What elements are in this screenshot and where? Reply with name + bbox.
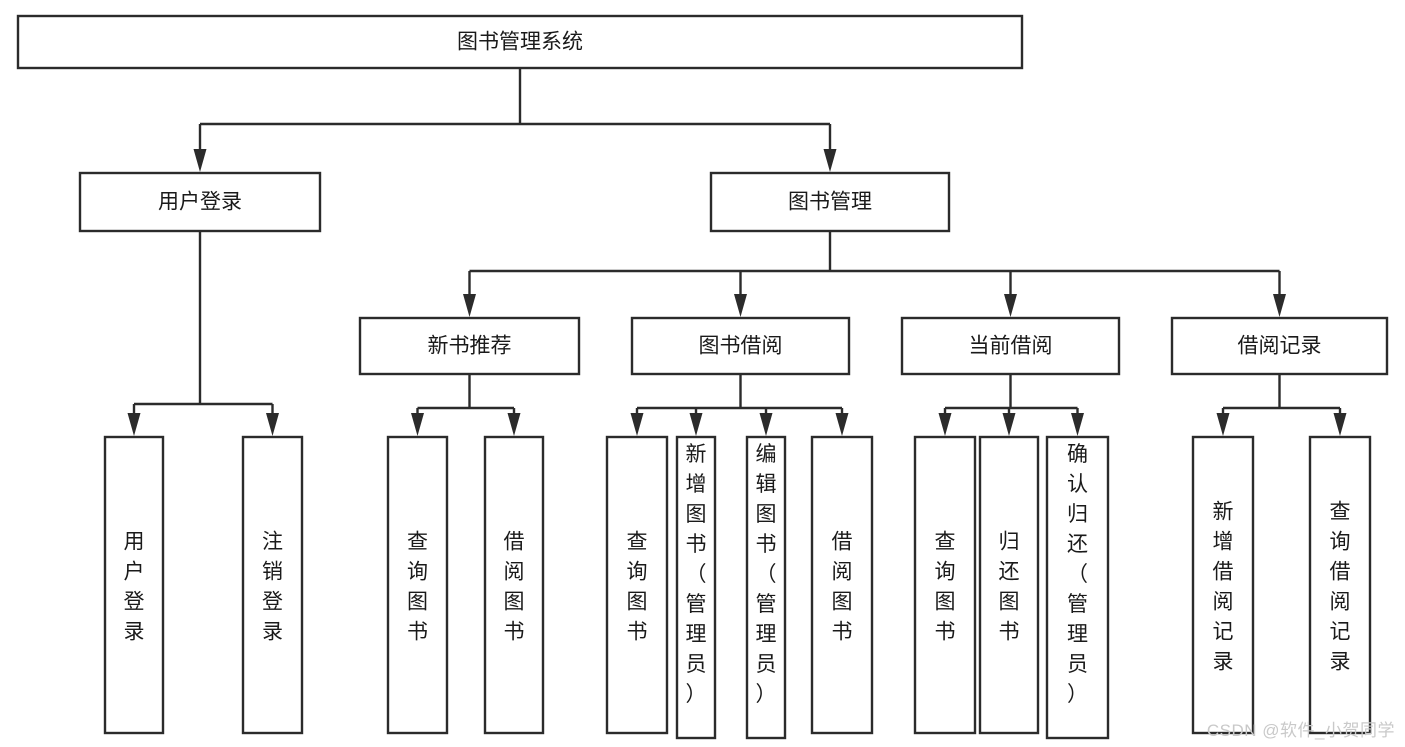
arrow-head-icon [1002,413,1016,436]
node-l4-c1[interactable]: 查询图书 [605,435,669,735]
node-label: 查询借阅记录 [1330,500,1351,673]
arrow-head-icon [1273,294,1286,317]
arrow-head-icon [1071,413,1084,436]
node-label: 编辑图书（管理员） [756,443,777,706]
node-box [630,316,851,376]
node-l4-a1[interactable]: 用户登录 [103,435,165,735]
node-box [675,435,717,740]
arrow-head-icon [759,413,773,436]
node-box [913,435,977,735]
node-l3-borrow[interactable]: 图书借阅 [630,316,851,376]
node-box [1045,435,1110,740]
node-label: 图书管理系统 [457,31,583,54]
node-box [900,316,1121,376]
arrow-head-icon [411,413,424,436]
node-l3-record[interactable]: 借阅记录 [1170,316,1389,376]
node-root[interactable]: 图书管理系统 [16,14,1024,70]
arrow-head-icon [463,294,476,317]
node-l4-c2[interactable]: 新增图书（管理员） [675,435,717,740]
node-l4-a2[interactable]: 注销登录 [241,435,304,735]
node-label: 图书管理 [788,191,872,214]
node-label: 图书借阅 [699,335,783,358]
node-label: 新增图书（管理员） [686,443,707,706]
node-box [358,316,581,376]
node-label: 归还图书 [999,530,1020,643]
node-box [386,435,449,735]
node-l4-b1[interactable]: 查询图书 [386,435,449,735]
node-box [978,435,1040,735]
node-box [78,171,322,233]
csdn-watermark: CSDN @软件_小贺同学 [1206,721,1395,740]
node-box [16,14,1024,70]
arrow-head-icon [1216,413,1230,436]
node-box [1170,316,1389,376]
node-box [605,435,669,735]
node-l4-b2[interactable]: 借阅图书 [483,435,545,735]
node-label: 确认归还（管理员） [1067,443,1088,706]
node-l4-c4[interactable]: 借阅图书 [810,435,874,735]
node-label: 新书推荐 [428,335,512,358]
node-l4-d1[interactable]: 查询图书 [913,435,977,735]
node-l2-book-mgmt[interactable]: 图书管理 [709,171,951,233]
edges-layer [127,68,1347,436]
node-l4-e1[interactable]: 新增借阅记录 [1191,435,1255,735]
node-box [1191,435,1255,735]
node-l4-d3[interactable]: 确认归还（管理员） [1045,435,1110,740]
node-label: 查询图书 [407,530,428,643]
node-label: 借阅图书 [832,530,853,643]
node-box [1308,435,1372,735]
arrow-head-icon [1333,413,1347,436]
node-label: 用户登录 [124,530,145,643]
arrow-head-icon [835,413,849,436]
node-label: 当前借阅 [969,335,1053,358]
node-label: 借阅图书 [504,530,525,643]
arrow-head-icon [266,413,279,436]
arrow-head-icon [1004,294,1017,317]
node-box [483,435,545,735]
node-label: 借阅记录 [1238,335,1322,358]
arrow-head-icon [630,413,644,436]
node-label: 注销登录 [262,530,283,643]
node-label: 用户登录 [158,191,242,214]
node-l4-c3[interactable]: 编辑图书（管理员） [745,435,787,740]
arrow-head-icon [823,149,837,172]
arrow-head-icon [689,413,703,436]
node-box [103,435,165,735]
node-l3-current[interactable]: 当前借阅 [900,316,1121,376]
node-label: 新增借阅记录 [1213,500,1234,673]
nodes-layer: 图书管理系统用户登录图书管理新书推荐图书借阅当前借阅借阅记录用户登录注销登录查询… [16,14,1389,740]
node-l2-user-login[interactable]: 用户登录 [78,171,322,233]
node-l4-d2[interactable]: 归还图书 [978,435,1040,735]
node-box [745,435,787,740]
node-box [709,171,951,233]
node-box [241,435,304,735]
node-l4-e2[interactable]: 查询借阅记录 [1308,435,1372,735]
node-label: 查询图书 [627,530,648,643]
node-box [810,435,874,735]
arrow-head-icon [938,413,952,436]
arrow-head-icon [507,413,521,436]
node-label: 查询图书 [935,530,956,643]
node-l3-new-book[interactable]: 新书推荐 [358,316,581,376]
arrow-head-icon [734,294,747,317]
arrow-head-icon [193,149,207,172]
arrow-head-icon [127,413,141,436]
